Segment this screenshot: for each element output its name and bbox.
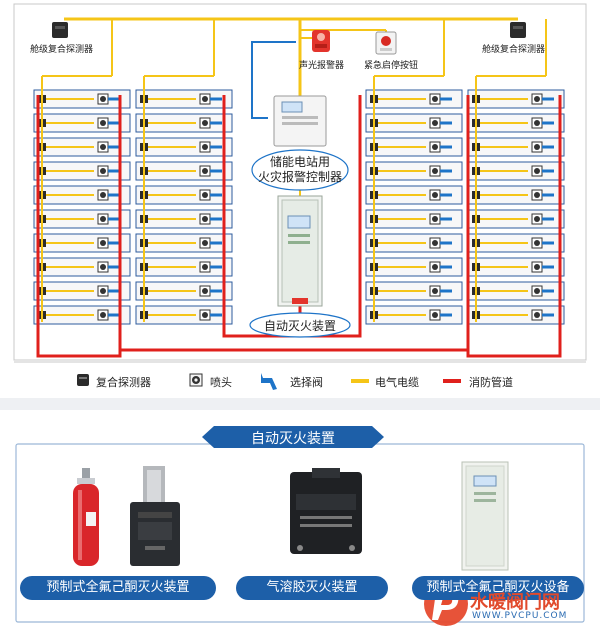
battery-module <box>467 257 565 277</box>
battery-module <box>365 185 463 205</box>
watermark-url: WWW.PVCPU.COM <box>472 611 568 621</box>
battery-module <box>365 161 463 181</box>
battery-module <box>365 113 463 133</box>
banner <box>202 426 384 448</box>
fire-extinguisher-cylinder-image <box>73 468 99 566</box>
battery-rack-groups <box>33 19 565 325</box>
alarm-label: 声光报警器 <box>299 59 344 71</box>
battery-module <box>135 257 233 277</box>
battery-module <box>135 305 233 325</box>
battery-module <box>33 113 131 133</box>
controller-label-line2: 火灾报警控制器 <box>258 169 342 184</box>
battery-module <box>33 161 131 181</box>
rack-group <box>41 75 112 322</box>
battery-module <box>467 161 565 181</box>
battery-module <box>33 233 131 253</box>
aerosol-device-image <box>290 468 362 554</box>
battery-module <box>467 113 565 133</box>
battery-module <box>135 233 233 253</box>
battery-module <box>135 185 233 205</box>
rack-group <box>143 75 214 322</box>
battery-module <box>467 89 565 109</box>
battery-module <box>135 89 233 109</box>
control-signal-line <box>251 41 296 119</box>
battery-module <box>135 113 233 133</box>
rack-group <box>475 75 546 322</box>
rack-group <box>373 75 444 322</box>
detector-right-icon <box>510 22 526 38</box>
battery-module <box>467 305 565 325</box>
battery-module <box>33 281 131 301</box>
fire-cabinet-image <box>461 461 509 571</box>
battery-module <box>467 233 565 253</box>
fire-alarm-controller-icon <box>273 95 327 147</box>
battery-module <box>135 137 233 157</box>
fire-pipe-main <box>118 95 470 352</box>
legend-nozzle-label: 喷头 <box>210 376 232 389</box>
legend-pipe-label: 消防管道 <box>469 375 513 389</box>
emergency-stop-button-icon <box>375 31 397 55</box>
caption-perfluorohexanone-device: 预制式全氟己酮灭火装置 <box>20 576 216 600</box>
legend-valve-icon <box>261 373 277 390</box>
controller-label-bubble <box>251 149 349 191</box>
emergency-stop-label: 紧急启停按钮 <box>364 59 418 71</box>
battery-module <box>365 137 463 157</box>
caption-perfluorohexanone-equipment: 预制式全氟己酮灭火设备 <box>412 576 584 600</box>
battery-module <box>365 281 463 301</box>
battery-module <box>365 233 463 253</box>
top-panel-frame <box>13 3 587 361</box>
battery-module <box>33 305 131 325</box>
battery-module <box>33 257 131 277</box>
detector-right-label: 舱级复合探测器 <box>482 43 545 55</box>
battery-module <box>135 209 233 229</box>
extinguishing-cabinet-icon <box>277 195 323 307</box>
battery-module <box>467 185 565 205</box>
battery-module <box>33 137 131 157</box>
device-label-bubble <box>249 312 351 338</box>
sound-light-alarm-icon <box>312 30 330 52</box>
battery-module <box>135 161 233 181</box>
battery-module <box>33 209 131 229</box>
legend-valve-label: 选择阀 <box>290 375 323 389</box>
detector-left-icon <box>52 22 68 38</box>
battery-module <box>33 89 131 109</box>
battery-module <box>467 209 565 229</box>
battery-module <box>365 89 463 109</box>
detector-left-label: 舱级复合探测器 <box>30 43 93 55</box>
battery-module <box>33 185 131 205</box>
legend-cable-label: 电气电缆 <box>375 375 419 389</box>
battery-module <box>365 257 463 277</box>
battery-module <box>365 209 463 229</box>
battery-module <box>467 137 565 157</box>
caption-aerosol-device: 气溶胶灭火装置 <box>236 576 388 600</box>
controller-label-line1: 储能电站用 <box>270 154 330 169</box>
legend-nozzle-icon <box>189 373 203 387</box>
legend-detector-icon <box>77 374 89 386</box>
battery-module <box>467 281 565 301</box>
controller-box-image <box>130 466 180 566</box>
battery-module <box>365 305 463 325</box>
battery-module <box>135 281 233 301</box>
watermark-brand: 水暖阀门网 <box>470 592 560 613</box>
legend-detector-label: 复合探测器 <box>96 375 151 389</box>
banner-title: 自动灭火装置 <box>251 431 335 447</box>
device-label: 自动灭火装置 <box>264 319 336 333</box>
